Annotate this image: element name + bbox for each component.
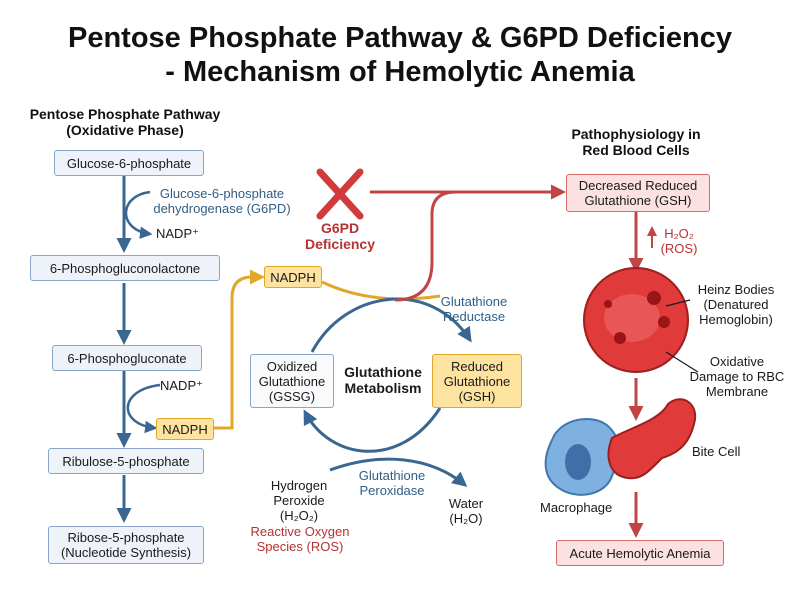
peroxidase-line2: Peroxidase bbox=[359, 483, 425, 498]
box-nadph-middle: NADPH bbox=[264, 266, 322, 288]
red-blood-cell-center bbox=[604, 294, 660, 342]
box-ribose-5-phosphate: Ribose-5-phosphate (Nucleotide Synthesis… bbox=[48, 526, 204, 564]
page-title-line1: Pentose Phosphate Pathway & G6PD Deficie… bbox=[68, 22, 732, 54]
box-ribose-line1: Ribose-5-phosphate bbox=[67, 530, 185, 545]
water-line2: (H₂O) bbox=[449, 511, 483, 526]
heinz-body bbox=[658, 316, 670, 328]
decreased-line1: Decreased Reduced bbox=[578, 178, 698, 193]
label-glutathione-peroxidase: Glutathione Peroxidase bbox=[342, 468, 442, 498]
heinz-body bbox=[614, 332, 626, 344]
metabolism-line1: Glutathione bbox=[344, 364, 422, 380]
label-ros: Reactive Oxygen Species (ROS) bbox=[240, 524, 360, 554]
label-reductase-line2: Reductase bbox=[442, 309, 506, 324]
box-decreased-gsh: Decreased Reduced Glutathione (GSH) bbox=[566, 174, 710, 212]
label-g6pd-enzyme-line1: Glucose-6-phosphate bbox=[159, 186, 285, 201]
pointer-heinz bbox=[665, 299, 691, 307]
box-acute-hemolytic-anemia: Acute Hemolytic Anemia bbox=[556, 540, 724, 566]
reduced-line3: (GSH) bbox=[458, 388, 496, 404]
heinz-body bbox=[604, 300, 612, 308]
h2o2-line2: Peroxide bbox=[273, 493, 325, 508]
right-h2o2-line1: H₂O₂ bbox=[664, 226, 694, 241]
label-macrophage: Macrophage bbox=[540, 500, 613, 515]
bite-cell bbox=[607, 398, 697, 480]
label-g6pd-deficiency-line1: G6PD bbox=[320, 220, 360, 236]
right-h2o2-line2: (ROS) bbox=[660, 241, 698, 256]
box-ribulose-5-phosphate: Ribulose-5-phosphate bbox=[48, 448, 204, 474]
box-6-phosphogluconolactone: 6-Phosphogluconolactone bbox=[30, 255, 220, 281]
right-heading: Pathophysiology in Red Blood Cells bbox=[556, 126, 716, 158]
arrow-enzyme-curve bbox=[124, 190, 153, 239]
box-reduced-glutathione: Reduced Glutathione (GSH) bbox=[432, 354, 522, 408]
ros-line1: Reactive Oxygen bbox=[250, 524, 350, 539]
page-title-line2: - Mechanism of Hemolytic Anemia bbox=[165, 56, 635, 88]
reduced-line1: Reduced bbox=[450, 358, 504, 374]
heinz-line3: Hemoglobin) bbox=[699, 312, 773, 327]
arrow-cycle-to-gsh bbox=[394, 190, 457, 302]
damage-line3: Membrane bbox=[705, 384, 769, 399]
label-bite-cell: Bite Cell bbox=[692, 444, 741, 459]
oxidized-line1: Oxidized bbox=[266, 358, 318, 374]
reduced-line2: Glutathione bbox=[443, 373, 511, 389]
heinz-body bbox=[647, 291, 661, 305]
arrow-cycle-bottom bbox=[303, 407, 442, 453]
macrophage-nucleus bbox=[565, 444, 591, 480]
label-glutathione-metabolism: Glutathione Metabolism bbox=[336, 364, 430, 396]
peroxidase-line1: Glutathione bbox=[358, 468, 426, 483]
water-line1: Water bbox=[448, 496, 484, 511]
box-6-phosphogluconate: 6-Phosphogluconate bbox=[52, 345, 202, 371]
left-heading: Pentose Phosphate Pathway (Oxidative Pha… bbox=[20, 106, 230, 138]
box-nadph-left: NADPH bbox=[156, 418, 214, 440]
label-water: Water (H₂O) bbox=[436, 496, 496, 526]
box-glucose-6-phosphate: Glucose-6-phosphate bbox=[54, 150, 204, 176]
deficiency-x-stroke2 bbox=[316, 168, 364, 220]
label-g6pd-deficiency: G6PD Deficiency bbox=[300, 220, 380, 252]
label-g6pd-enzyme-line2: dehydrogenase (G6PD) bbox=[153, 201, 291, 216]
label-oxidative-damage: Oxidative Damage to RBC Membrane bbox=[682, 354, 792, 399]
heinz-line2: (Denatured bbox=[703, 297, 769, 312]
pointer-membrane bbox=[665, 351, 699, 373]
box-ribose-line2: (Nucleotide Synthesis) bbox=[60, 545, 192, 560]
damage-line1: Oxidative bbox=[709, 354, 765, 369]
label-g6pd-deficiency-line2: Deficiency bbox=[304, 236, 376, 252]
label-g6pd-enzyme: Glucose-6-phosphate dehydrogenase (G6PD) bbox=[152, 186, 292, 216]
h2o2-line1: Hydrogen bbox=[270, 478, 328, 493]
damage-line2: Damage to RBC bbox=[689, 369, 785, 384]
decreased-line2: Glutathione (GSH) bbox=[584, 193, 692, 208]
left-heading-line1: Pentose Phosphate Pathway bbox=[29, 106, 221, 122]
label-reductase-line1: Glutathione bbox=[440, 294, 508, 309]
label-h2o2-ros: H₂O₂ (ROS) bbox=[654, 226, 704, 256]
arrow-nadph-to-cycle bbox=[321, 280, 441, 301]
label-nadp-2: NADP⁺ bbox=[160, 378, 203, 393]
box-oxidized-glutathione: Oxidized Glutathione (GSSG) bbox=[250, 354, 334, 408]
h2o2-line3: (H₂O₂) bbox=[279, 508, 319, 523]
arrow-h2o2-to-water bbox=[329, 457, 468, 487]
ros-line2: Species (ROS) bbox=[256, 539, 344, 554]
metabolism-line2: Metabolism bbox=[344, 380, 422, 396]
oxidized-line2: Glutathione bbox=[258, 373, 326, 389]
label-heinz-bodies: Heinz Bodies (Denatured Hemoglobin) bbox=[686, 282, 786, 327]
heinz-line1: Heinz Bodies bbox=[697, 282, 775, 297]
label-nadp-1: NADP⁺ bbox=[156, 226, 199, 241]
right-heading-line1: Pathophysiology in bbox=[571, 126, 701, 142]
left-heading-line2: (Oxidative Phase) bbox=[66, 122, 184, 138]
arrow-nadp-curve bbox=[126, 383, 161, 434]
oxidized-line3: (GSSG) bbox=[268, 388, 316, 404]
arrow-nadph-flow bbox=[214, 269, 265, 430]
label-hydrogen-peroxide: Hydrogen Peroxide (H₂O₂) bbox=[254, 478, 344, 523]
right-heading-line2: Red Blood Cells bbox=[582, 142, 690, 158]
label-glutathione-reductase: Glutathione Reductase bbox=[424, 294, 524, 324]
arrow-cycle-top bbox=[310, 297, 472, 353]
